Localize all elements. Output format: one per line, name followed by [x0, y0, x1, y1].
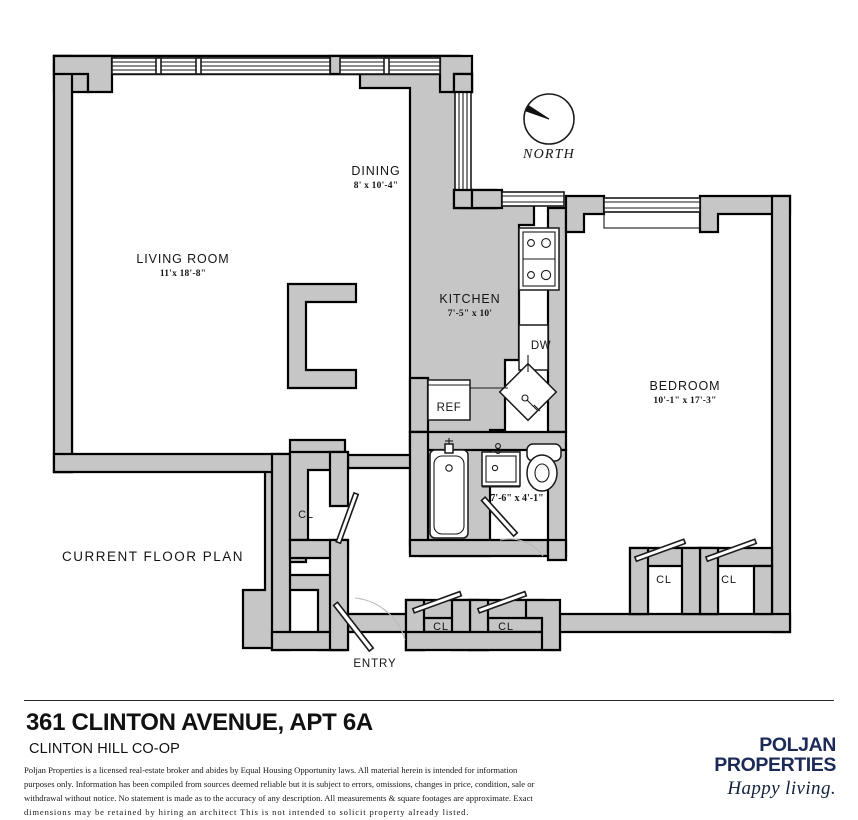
refrigerator-icon — [427, 379, 471, 421]
brand-tagline: Happy living. — [727, 778, 836, 799]
brand-logo: POLJAN PROPERTIES Happy living. — [636, 734, 836, 799]
stove-icon — [518, 227, 560, 291]
wall-entry-right-step — [524, 598, 562, 652]
room-label-kitchen: KITCHEN — [439, 292, 501, 306]
door-closet-hall — [335, 491, 360, 545]
bathroom-sink-icon — [481, 443, 521, 487]
floor-plan-canvas: LIVING ROOM 11'x 18'-8" DINING 8' x 10'-… — [0, 54, 858, 817]
closet-label-entry-left: CL — [433, 621, 449, 633]
disclaimer-line-1: Poljan Properties is a licensed real-est… — [24, 765, 518, 775]
door-closet-bedroom-right — [704, 538, 758, 563]
window-group-top-right — [339, 57, 441, 75]
door-bathroom — [480, 496, 544, 557]
closet-label-hall: CL — [298, 509, 314, 521]
disclaimer-line-3: withdrawal without notice. No statement … — [24, 792, 533, 803]
living-room-pillar — [286, 282, 358, 390]
closet-label-bedroom-right: CL — [721, 574, 737, 586]
sink-kitchen-icon — [498, 362, 558, 422]
door-entry — [332, 597, 406, 653]
closet-label-bedroom-left: CL — [656, 574, 672, 586]
bathtub-icon — [429, 438, 469, 539]
disclaimer-line-2: purposes only. Information has been comp… — [24, 778, 535, 789]
closet-hall — [288, 450, 350, 652]
window-group-top — [111, 57, 331, 75]
closet-divider-wall — [680, 546, 702, 616]
closet-bedroom-right — [698, 546, 774, 616]
toilet-icon — [526, 443, 562, 492]
door-closet-entry-left — [411, 590, 463, 614]
property-subtitle: CLINTON HILL CO-OP — [29, 741, 180, 757]
footer-divider — [24, 700, 834, 701]
dishwasher-label: DW — [530, 340, 552, 352]
wall-dining-kitchen-divider — [452, 188, 474, 210]
brand-name: POLJAN PROPERTIES — [714, 734, 836, 776]
closet-label-entry-right: CL — [498, 621, 514, 633]
room-dim-living-room: 11'x 18'-8" — [159, 269, 207, 279]
door-closet-entry-right — [476, 590, 528, 614]
room-label-bedroom: BEDROOM — [649, 379, 721, 393]
room-dim-bathroom: 7'-6" x 4'-1" — [490, 493, 544, 504]
room-label-dining: DINING — [351, 164, 401, 178]
entry-label: ENTRY — [353, 658, 397, 670]
footer: 361 CLINTON AVENUE, APT 6A CLINTON HILL … — [0, 700, 858, 817]
room-dim-dining: 8' x 10'-4" — [353, 181, 399, 191]
disclaimer-text: Poljan Properties is a licensed real-est… — [24, 764, 644, 820]
window-kitchen — [501, 191, 565, 207]
page-title: CURRENT FLOOR PLAN — [62, 549, 245, 564]
window-bedroom — [603, 197, 701, 213]
wall-dining-right — [452, 72, 498, 210]
floor-plan-drawing — [52, 54, 792, 653]
property-address: 361 CLINTON AVENUE, APT 6A — [26, 709, 373, 736]
disclaimer-line-4: dimensions may be retained by hiring an … — [24, 806, 470, 817]
compass-icon — [523, 93, 575, 145]
compass-label: NORTH — [523, 147, 575, 162]
refrigerator-label: REF — [436, 402, 462, 414]
room-label-living-room: LIVING ROOM — [136, 252, 230, 266]
room-dim-kitchen: 7'-5" x 10' — [447, 309, 493, 319]
door-closet-bedroom-left — [633, 538, 687, 563]
room-dim-bedroom: 10'-1" x 17'-3" — [653, 396, 717, 406]
